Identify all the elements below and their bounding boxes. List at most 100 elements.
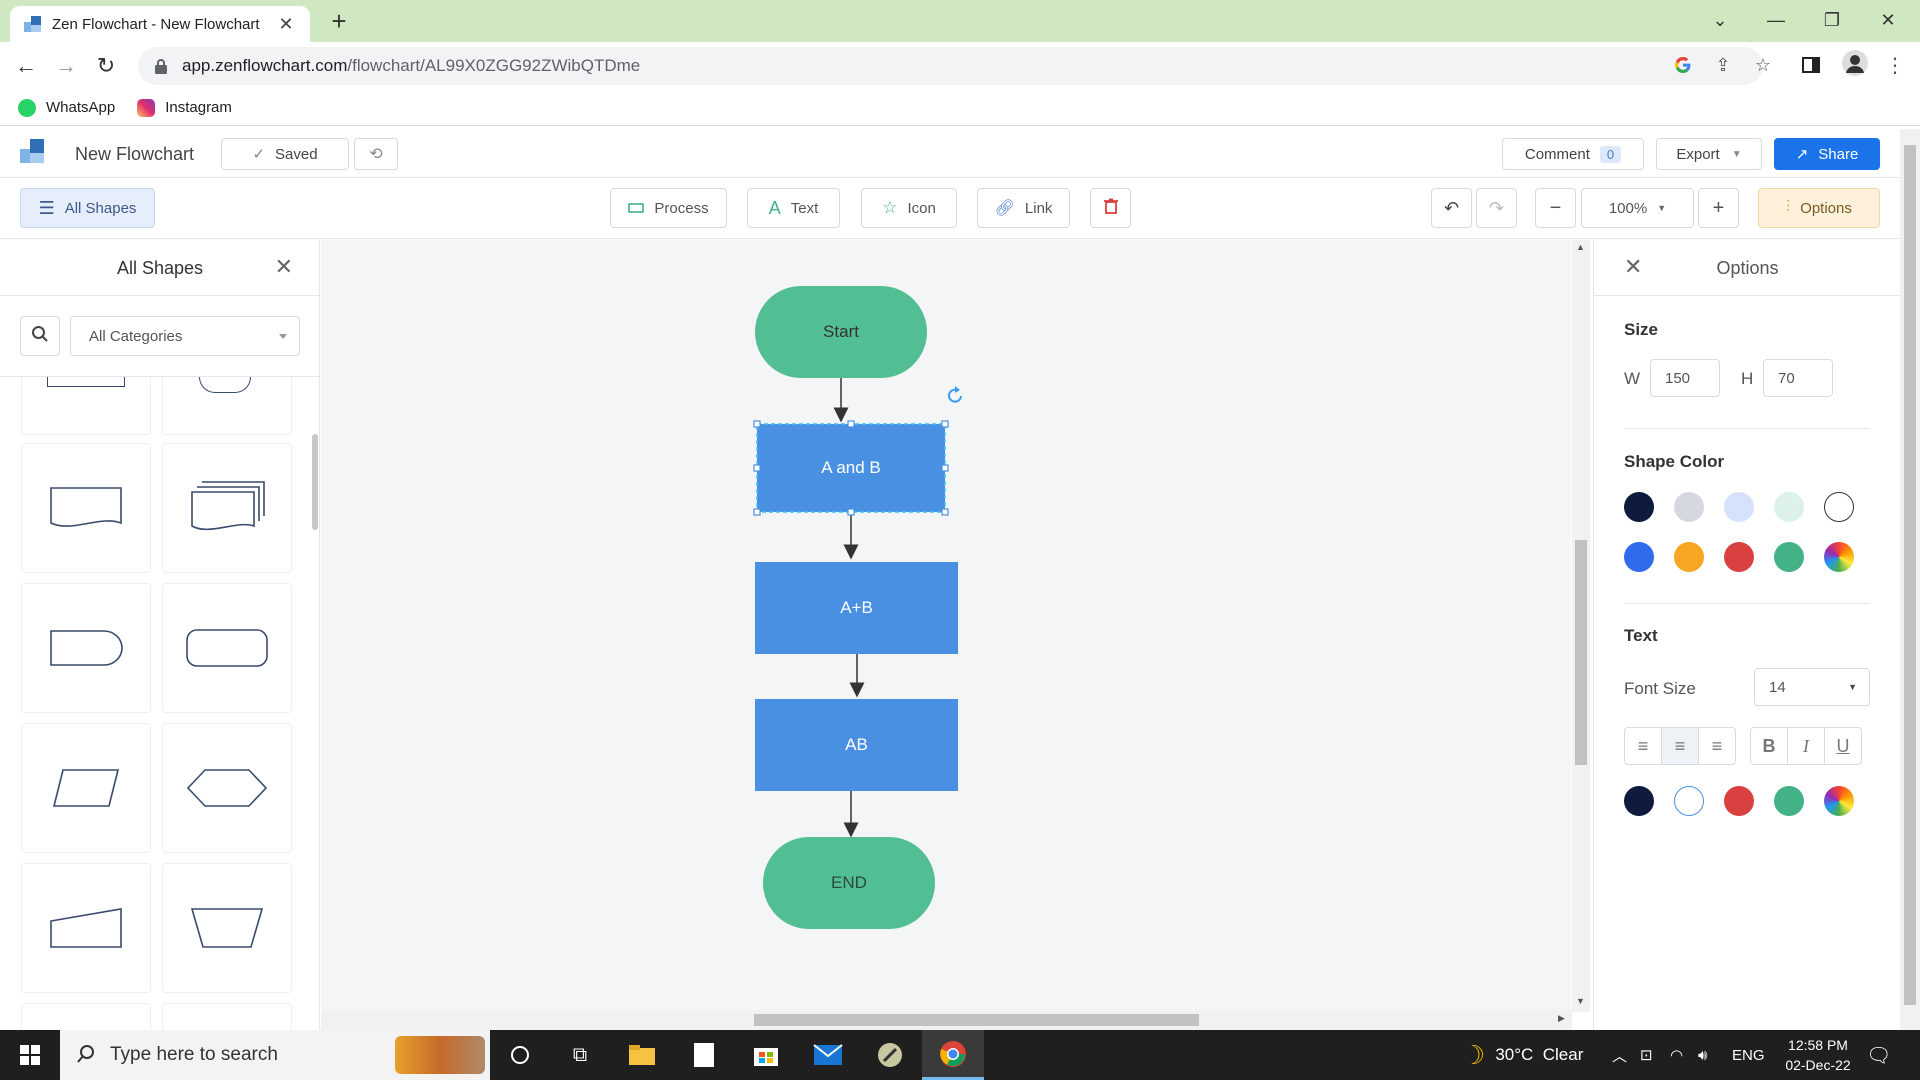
browser-menu-icon[interactable]: ⋮ [1885,54,1905,77]
zoom-out-button[interactable]: − [1535,188,1576,228]
browser-tab[interactable]: Zen Flowchart - New Flowchart ✕ [10,6,310,42]
profile-avatar[interactable] [1842,50,1868,76]
url-field[interactable]: app.zenflowchart.com/flowchart/AL99X0ZGG… [138,47,1763,85]
canvas-horizontal-scrollbar[interactable]: ▶ [321,1010,1572,1030]
volume-icon[interactable]: 🔊︎ [1698,1046,1708,1064]
export-button[interactable]: Export ▼ [1656,138,1762,170]
file-explorer-icon[interactable] [612,1030,672,1080]
document-name[interactable]: New Flowchart [75,144,195,164]
scrollbar-thumb[interactable] [754,1014,1199,1026]
share-page-icon[interactable]: ⇪ [1715,54,1731,75]
reload-icon[interactable]: ↻ [96,53,116,78]
restore-icon[interactable]: ❐ [1823,9,1841,30]
link-button[interactable]: 🔗︎ Link [977,188,1070,228]
start-node-label[interactable]: Start [823,322,859,341]
bookmark-whatsapp[interactable]: WhatsApp [18,98,115,117]
shape-color-swatch[interactable] [1724,492,1754,522]
bookmark-instagram[interactable]: Instagram [137,98,232,117]
app-pinned-icon[interactable] [860,1030,920,1080]
redo-button[interactable]: ↷ [1476,188,1517,228]
scroll-right-icon[interactable]: ▶ [1558,1013,1565,1023]
scroll-up-icon[interactable]: ▲ [1576,242,1585,252]
minimize-icon[interactable]: — [1767,9,1785,30]
close-icon[interactable]: ✕ [274,254,293,279]
shape-tile-more-1[interactable] [21,1003,151,1030]
close-icon[interactable]: ✕ [1624,254,1643,279]
comment-button[interactable]: Comment 0 [1502,138,1644,170]
align-right-button[interactable]: ≡ [1698,727,1736,765]
delete-button[interactable] [1090,188,1131,228]
notepad-icon[interactable] [674,1030,734,1080]
process-button[interactable]: Process [610,188,727,228]
shape-tile-storage[interactable] [162,377,292,435]
text-color-swatch[interactable] [1624,786,1654,816]
options-button[interactable]: ⫶ Options [1758,188,1880,228]
google-icon[interactable] [1672,54,1694,76]
width-input[interactable]: 150 [1650,359,1720,397]
italic-button[interactable]: I [1787,727,1825,765]
mail-icon[interactable] [798,1030,858,1080]
zoom-in-button[interactable]: + [1698,188,1739,228]
shape-color-swatch[interactable] [1824,492,1854,522]
scroll-down-icon[interactable]: ▼ [1576,996,1585,1006]
shape-tile-more-2[interactable] [162,1003,292,1030]
zoom-select[interactable]: 100% ▼ [1581,188,1694,228]
bookmark-star-icon[interactable]: ☆ [1754,54,1772,75]
shape-tile-rounded-rectangle[interactable] [162,583,292,713]
tab-search-chevron-icon[interactable]: ⌄ [1712,9,1728,30]
shape-search-button[interactable] [20,316,60,356]
shape-tile-delay[interactable] [21,583,151,713]
language-indicator[interactable]: ENG [1732,1046,1765,1064]
shape-tile-manual-input-2[interactable] [21,863,151,993]
scrollbar-thumb[interactable] [1904,145,1916,1005]
shape-color-swatch[interactable] [1674,542,1704,572]
chrome-taskbar-icon[interactable] [922,1030,984,1080]
height-input[interactable]: 70 [1763,359,1833,397]
align-left-button[interactable]: ≡ [1624,727,1662,765]
new-tab-icon[interactable]: + [331,6,347,36]
shape-color-swatch[interactable] [1724,542,1754,572]
shape-tile-data[interactable] [21,723,151,853]
shape-tile-document[interactable] [21,443,151,573]
zenflowchart-logo[interactable] [20,139,46,165]
shape-color-swatch[interactable] [1624,542,1654,572]
custom-text-color-picker[interactable] [1824,786,1854,816]
notifications-icon[interactable]: 🗨︎ [1866,1044,1892,1067]
scrollbar-thumb[interactable] [1575,540,1587,765]
shape-tile-preparation[interactable] [162,723,292,853]
bold-button[interactable]: B [1750,727,1788,765]
back-icon[interactable]: ← [15,53,37,78]
font-size-select[interactable]: 14 ▼ [1754,668,1870,706]
all-shapes-button[interactable]: ☰ All Shapes [20,188,155,228]
side-panel-icon[interactable] [1800,54,1822,76]
taskbar-search-box[interactable]: Type here to search [60,1030,490,1080]
icon-button[interactable]: ☆ Icon [861,188,957,228]
align-center-button[interactable]: ≡ [1661,727,1699,765]
microsoft-store-icon[interactable] [736,1030,796,1080]
end-node-label[interactable]: END [831,873,867,892]
underline-button[interactable]: U [1824,727,1862,765]
text-color-swatch[interactable] [1674,786,1704,816]
cortana-icon[interactable] [490,1030,550,1080]
shape-tile-manual-operation[interactable] [162,863,292,993]
category-select[interactable]: All Categories [70,316,300,356]
text-button[interactable]: A Text [747,188,840,228]
canvas-vertical-scrollbar[interactable]: ▲ ▼ [1572,240,1590,1012]
undo-button[interactable]: ↶ [1431,188,1472,228]
ab-node-label[interactable]: AB [845,735,868,754]
custom-color-picker[interactable] [1824,542,1854,572]
shapes-scrollbar[interactable] [312,434,318,530]
a-and-b-node-label[interactable]: A and B [821,458,881,477]
text-color-swatch[interactable] [1774,786,1804,816]
text-color-swatch[interactable] [1724,786,1754,816]
task-view-icon[interactable]: ⧉ [572,1043,588,1066]
shape-color-swatch[interactable] [1774,492,1804,522]
forward-icon[interactable]: → [55,53,77,78]
shape-color-swatch[interactable] [1624,492,1654,522]
a-plus-b-node-label[interactable]: A+B [840,598,873,617]
weather-widget[interactable]: ☽ 30°C Clear [1462,1039,1584,1070]
flowchart-canvas[interactable]: Start A and B A+B AB END [321,240,1571,1030]
tab-close-icon[interactable]: ✕ [278,13,294,34]
share-button[interactable]: ↗ Share [1774,138,1880,170]
shape-tile-multi-document[interactable] [162,443,292,573]
